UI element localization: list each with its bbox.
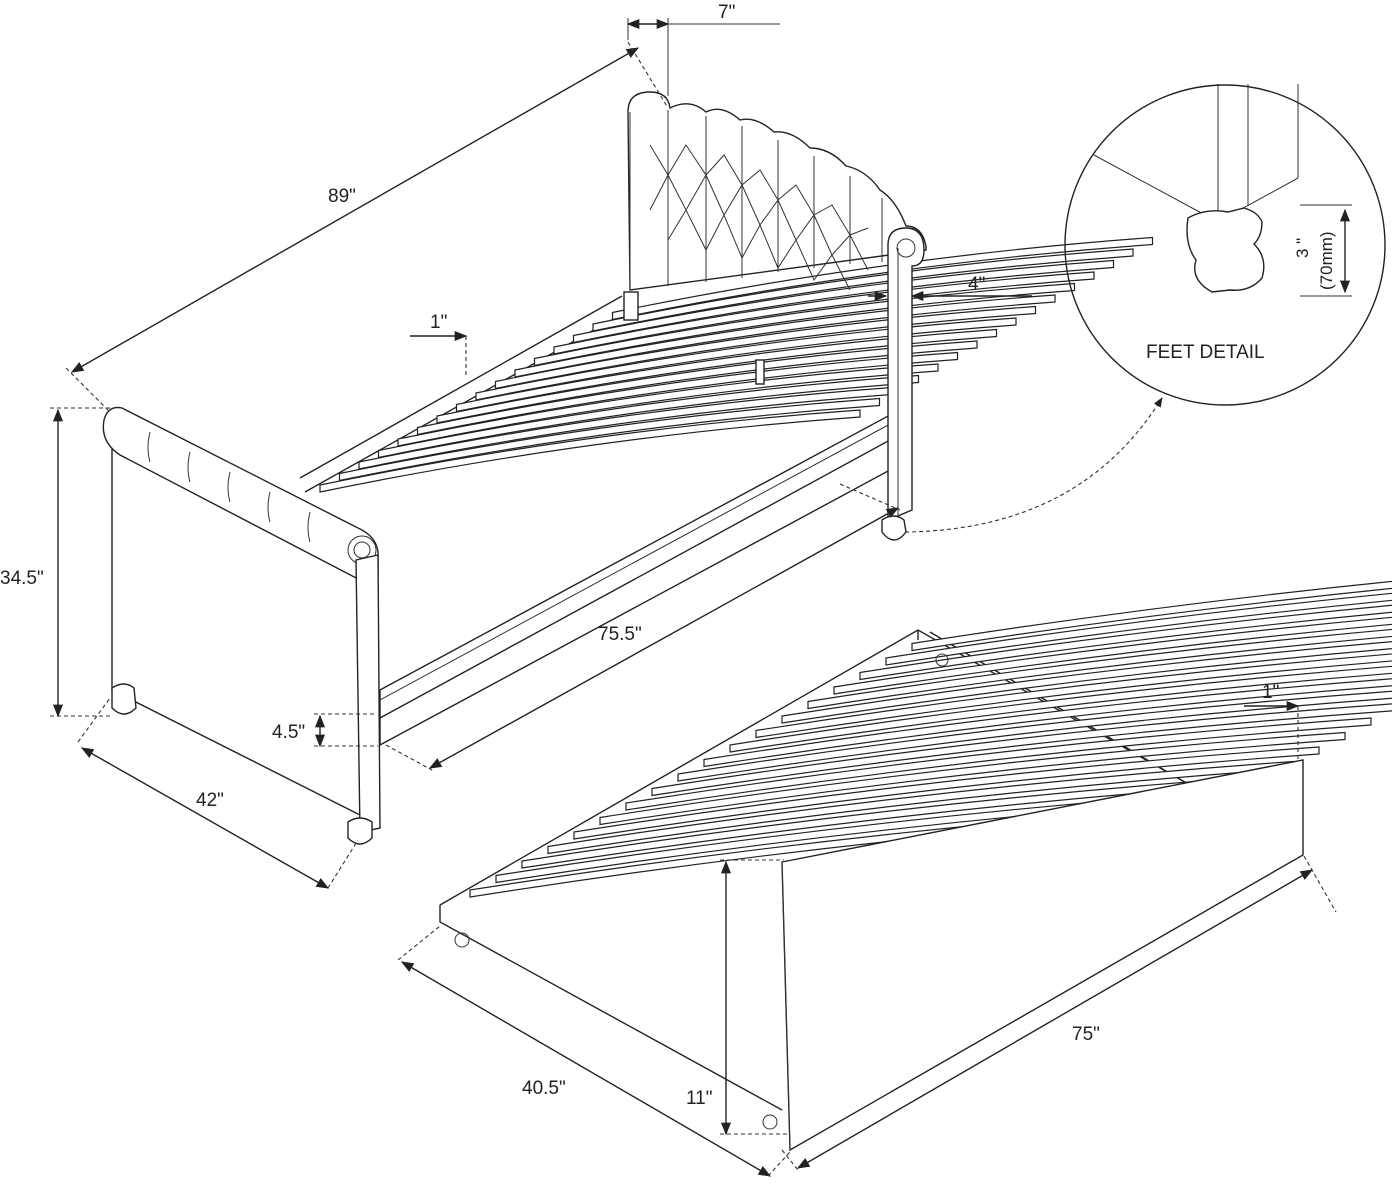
feet-height-inch: 3 "	[1293, 238, 1312, 258]
footboard	[102, 406, 381, 845]
dim-trundle-width: 40.5"	[522, 1078, 566, 1099]
dim-height: 34.5"	[0, 568, 44, 589]
slat	[911, 580, 1392, 652]
dim-width: 42"	[196, 790, 224, 811]
dim-trundle-height: 11"	[686, 1088, 712, 1109]
feet-height-mm: (70mm)	[1317, 231, 1336, 290]
slat	[514, 294, 1056, 378]
dimension-lines: 89" 7" 4" 1" 34.5" 75.5" 4.5" 42" 1"	[0, 2, 1337, 1177]
dim-headboard-depth: 7"	[718, 2, 735, 23]
slat	[494, 305, 1037, 390]
dim-inner-length: 75.5"	[598, 624, 642, 645]
dim-leg-height: 4.5"	[272, 722, 305, 743]
slat	[677, 690, 1392, 782]
slat	[611, 236, 1154, 321]
slat	[599, 731, 1346, 826]
slat	[755, 653, 1392, 739]
slat	[553, 271, 1095, 355]
dim-arm-width: 4"	[968, 274, 985, 295]
feet-detail-title: FEET DETAIL	[1146, 342, 1265, 363]
dim-trundle-length: 75"	[1072, 1024, 1100, 1045]
slat	[319, 409, 861, 493]
slat	[377, 374, 920, 459]
trundle	[439, 580, 1392, 1152]
slat	[572, 259, 1115, 344]
slat	[703, 678, 1392, 768]
dim-trundle-setback: 1"	[1262, 682, 1279, 703]
slat	[885, 592, 1392, 666]
feet-detail: FEET DETAIL 3 " (70mm)	[904, 84, 1386, 533]
slat	[781, 641, 1392, 724]
slat	[573, 746, 1320, 840]
slat	[338, 397, 881, 482]
slat	[397, 363, 939, 447]
slat	[833, 616, 1392, 695]
slat	[436, 340, 978, 424]
dim-frame-setback: 1"	[430, 312, 447, 333]
slat	[592, 248, 1134, 332]
slat	[807, 628, 1392, 710]
slat	[859, 604, 1392, 681]
slat	[533, 282, 1076, 367]
dim-overall-length: 89"	[328, 186, 356, 207]
slat	[729, 665, 1392, 753]
